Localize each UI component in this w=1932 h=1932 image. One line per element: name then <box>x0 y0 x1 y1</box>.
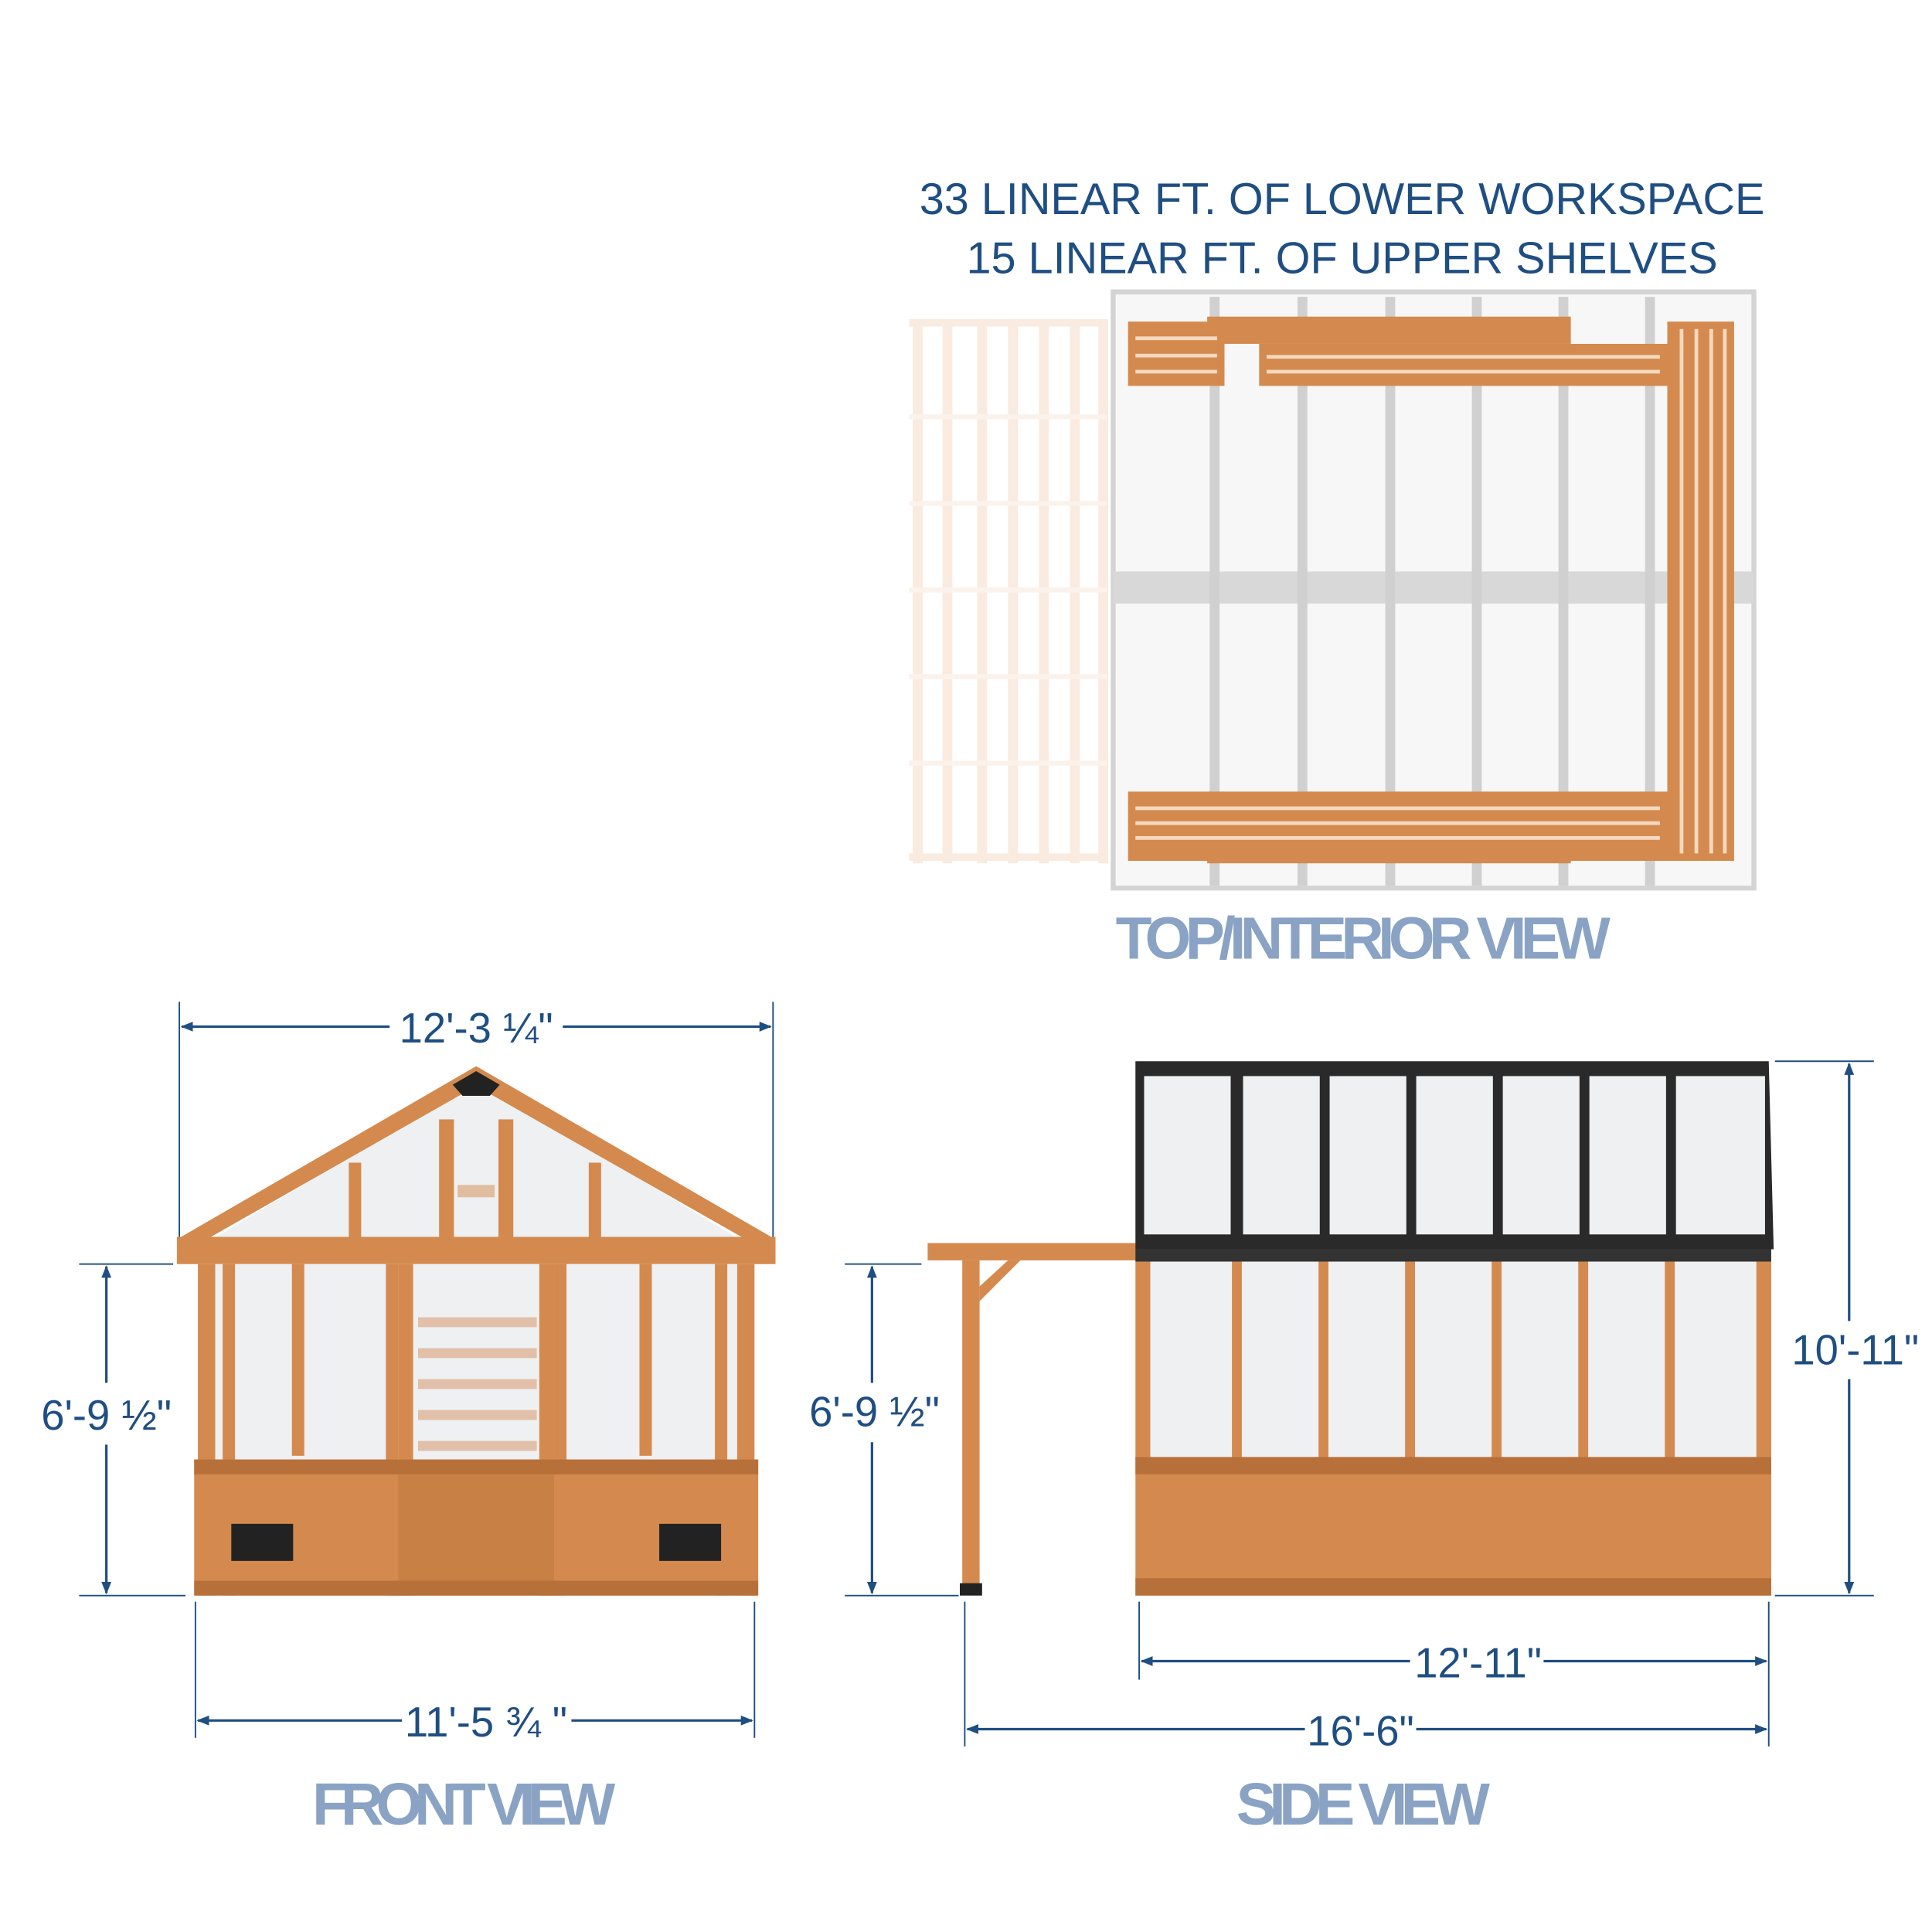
top-view-label: TOP/INTERIOR VIEW <box>1116 905 1611 971</box>
side-total-length-dimension: 16'-6" <box>1307 1707 1414 1754</box>
side-view-drawing <box>927 1061 1774 1596</box>
side-body-length-dimension: 12'-11" <box>1414 1639 1542 1686</box>
right-vent <box>659 1523 722 1561</box>
left-vent <box>231 1523 294 1561</box>
workspace-caption: 33 LINEAR FT. OF LOWER WORKSPACE <box>920 175 1765 224</box>
side-wall-height-dimension: 6'-9 ½" <box>809 1388 940 1435</box>
front-view-drawing <box>176 1066 776 1596</box>
front-base-width-dimension: 11'-5 ¾ " <box>405 1699 567 1746</box>
door-screen <box>417 1317 537 1451</box>
front-view-label: FRONT VIEW <box>312 1771 616 1838</box>
top-interior-view <box>909 289 1757 891</box>
pergola-post <box>962 1260 980 1592</box>
lower-workspace <box>1128 321 1734 861</box>
side-total-height-dimension: 10'-11" <box>1791 1326 1919 1373</box>
front-wall-height-dimension: 6'-9 ½" <box>41 1392 172 1439</box>
pergola-beam <box>927 1243 1138 1260</box>
front-roof-width-dimension: 12'-3 ¼" <box>400 1005 553 1052</box>
side-view-label: SIDE VIEW <box>1236 1771 1491 1838</box>
shelves-caption: 15 LINEAR FT. OF UPPER SHELVES <box>966 234 1717 284</box>
pergola-outline <box>909 318 1109 864</box>
